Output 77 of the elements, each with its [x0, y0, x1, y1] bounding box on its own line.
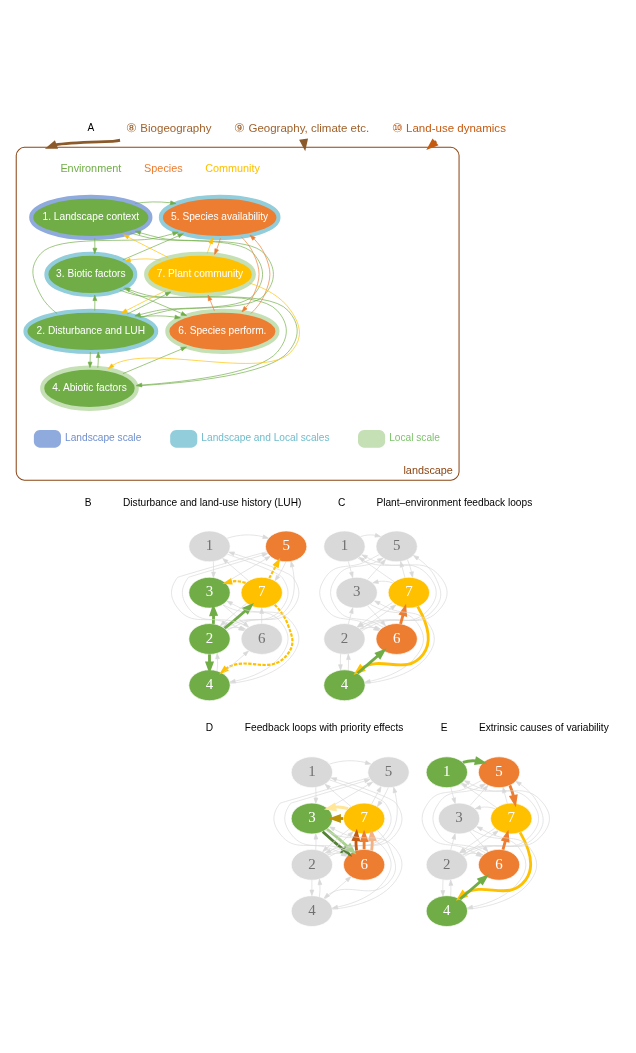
- arrow: [226, 534, 269, 539]
- label: Species: [144, 161, 183, 174]
- arrow: [356, 647, 387, 674]
- arrow: [222, 557, 249, 581]
- arrow: [222, 577, 246, 585]
- label: Plant–environment feedback loops: [376, 496, 533, 508]
- arrow: [222, 650, 249, 674]
- arrow: [440, 879, 446, 896]
- arrow: [360, 532, 381, 537]
- node-ellipse: 3. Biotic factors: [44, 251, 138, 297]
- label: Disturbance and land-use history (LUH): [123, 496, 302, 508]
- arrow: [124, 257, 162, 262]
- arrow: [249, 234, 271, 314]
- label: D: [205, 721, 214, 733]
- arrow: [459, 873, 490, 900]
- node-ellipse: 3: [290, 802, 333, 834]
- legend-label: Landscape scale: [65, 431, 142, 443]
- label: Community: [205, 161, 260, 174]
- arrow: [324, 783, 352, 807]
- label: Feedback loops with priority effects: [244, 721, 404, 733]
- arrow: [377, 786, 389, 807]
- arrow: [123, 233, 169, 258]
- arrow: [92, 237, 98, 254]
- arrow: [450, 832, 456, 850]
- arrow: [214, 237, 221, 255]
- arrow: [206, 237, 213, 254]
- arrow: [87, 351, 93, 368]
- arrow: [92, 294, 98, 311]
- arrow: [207, 294, 215, 311]
- arrow: [329, 825, 403, 910]
- arrow: [122, 346, 187, 374]
- arrow: [211, 560, 216, 578]
- arrow: [317, 878, 323, 897]
- arrow: [226, 600, 300, 684]
- node-text: ⑧ Biogeography: [126, 121, 212, 134]
- arrow: [346, 653, 351, 670]
- arrow: [215, 652, 220, 671]
- arrow: [450, 786, 456, 804]
- arrow: [338, 653, 343, 670]
- arrow: [108, 282, 300, 369]
- arrow: [134, 200, 177, 205]
- node-ellipse: 4. Abiotic factors: [40, 365, 139, 411]
- node-text: ⑩ Land-use dynamics: [391, 121, 506, 134]
- arrow: [313, 786, 319, 804]
- node-ellipse: 4: [323, 669, 366, 701]
- legend-label: Landscape and Local scales: [201, 431, 330, 443]
- node-text: ⑨ Geography, climate etc.: [234, 121, 370, 134]
- arrow: [121, 289, 167, 313]
- arrow: [313, 832, 319, 850]
- arrow: [348, 560, 354, 578]
- arrow: [44, 138, 121, 149]
- arrow: [241, 236, 260, 312]
- label: Environment: [60, 161, 122, 174]
- label: Extrinsic causes of variability: [478, 721, 609, 733]
- arrow: [225, 555, 271, 583]
- arrow: [126, 291, 172, 314]
- arrow: [138, 314, 181, 319]
- arrow: [122, 232, 184, 260]
- node-ellipse: 4: [425, 894, 468, 927]
- arrow: [448, 879, 454, 896]
- arrow: [329, 759, 372, 765]
- arrow: [96, 351, 101, 368]
- arrow: [32, 231, 179, 314]
- label: B: [84, 496, 92, 508]
- arrow: [371, 785, 382, 804]
- arrow: [268, 557, 281, 579]
- arrow: [259, 607, 264, 624]
- label: E: [440, 721, 448, 733]
- node-ellipse: 4: [188, 669, 231, 701]
- label: A: [87, 121, 95, 133]
- arrow: [274, 560, 287, 581]
- legend-label: Local scale: [389, 431, 441, 443]
- arrow: [123, 287, 187, 316]
- arrow: [309, 879, 315, 896]
- arrow: [348, 607, 354, 624]
- label: C: [338, 496, 346, 508]
- arrow: [324, 876, 352, 899]
